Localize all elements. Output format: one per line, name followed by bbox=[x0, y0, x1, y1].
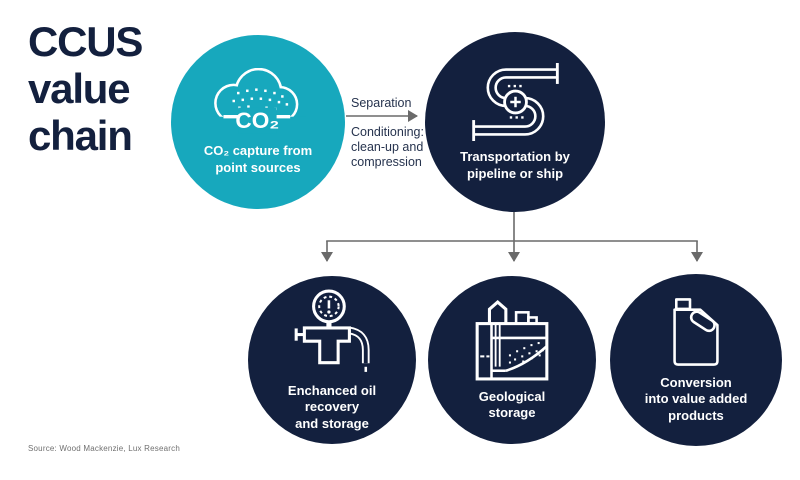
page-title: CCUS value chain bbox=[28, 18, 143, 159]
node-geological-storage-label: Geological storage bbox=[478, 388, 546, 421]
node-co2-capture-label: CO₂ capture from point sources bbox=[203, 143, 313, 175]
title-line-2: value bbox=[28, 65, 131, 112]
jerrycan-icon bbox=[673, 297, 719, 366]
conditioning-label: Conditioning: clean-up and compression bbox=[351, 125, 424, 170]
node-geological-storage: Geological storage bbox=[428, 276, 596, 444]
source-note: Source: Wood Mackenzie, Lux Research bbox=[28, 444, 181, 453]
pressure-gauge-pump-icon bbox=[294, 289, 370, 372]
node-enhanced-oil-recovery-label: Enchanced oil recovery and storage bbox=[287, 382, 377, 431]
node-co2-capture: CO₂ CO₂ capture from point sources bbox=[171, 35, 345, 209]
conditioning-line-2: clean-up and bbox=[351, 140, 424, 154]
node-conversion-label: Conversion into value added products bbox=[644, 374, 748, 423]
node-transportation-label: Transportation by pipeline or ship bbox=[460, 149, 570, 181]
pipeline-icon bbox=[471, 63, 559, 141]
conditioning-line-3: compression bbox=[351, 155, 422, 169]
node-transportation: Transportation by pipeline or ship bbox=[425, 32, 605, 212]
title-line-3: chain bbox=[28, 112, 133, 159]
node-conversion: Conversion into value added products bbox=[610, 274, 782, 446]
node-enhanced-oil-recovery: Enchanced oil recovery and storage bbox=[248, 276, 416, 444]
co2-cloud-icon: CO₂ bbox=[210, 68, 306, 136]
conditioning-line-1: Conditioning: bbox=[351, 125, 424, 139]
separation-label: Separation bbox=[351, 96, 412, 110]
title-line-1: CCUS bbox=[28, 18, 143, 65]
cloud-co2-text: CO₂ bbox=[235, 108, 279, 133]
geological-storage-icon bbox=[475, 299, 549, 380]
